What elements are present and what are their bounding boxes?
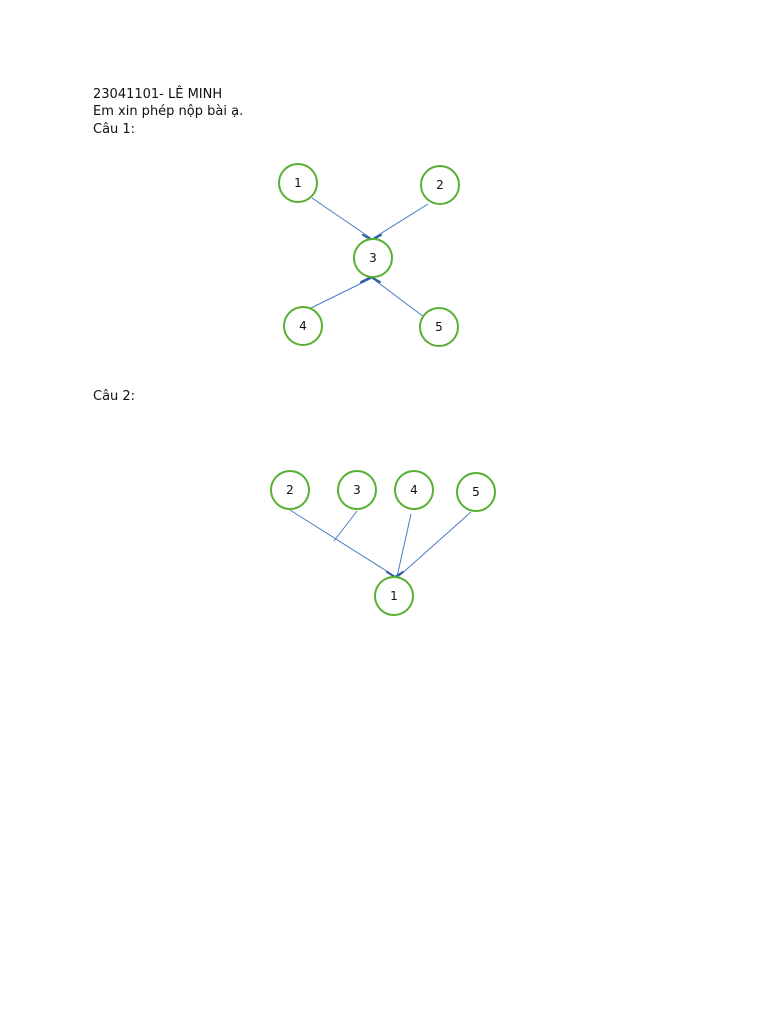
edge-3-to-5 bbox=[371, 277, 425, 318]
q2-node-1: 1 bbox=[374, 576, 414, 616]
edge-1-to-3 bbox=[311, 197, 373, 240]
q1-node-4-label: 4 bbox=[299, 319, 307, 333]
question-1-label: Câu 1: bbox=[93, 122, 136, 137]
q2-node-4-label: 4 bbox=[410, 483, 418, 497]
q2-node-3-label: 3 bbox=[353, 483, 361, 497]
q2-node-3: 3 bbox=[337, 470, 377, 510]
question-2-label: Câu 2: bbox=[93, 389, 136, 404]
q1-node-3: 3 bbox=[353, 238, 393, 278]
q1-node-4: 4 bbox=[283, 306, 323, 346]
student-id-name: 23041101- LÊ MINH bbox=[93, 87, 223, 102]
q1-node-3-label: 3 bbox=[369, 251, 377, 265]
q2-node-5: 5 bbox=[456, 472, 496, 512]
edge-2-to-1 bbox=[289, 509, 397, 578]
q1-node-1-label: 1 bbox=[294, 176, 302, 190]
edge-2-to-3 bbox=[371, 203, 429, 240]
submission-note: Em xin phép nộp bài ạ. bbox=[93, 104, 244, 119]
q2-node-5-label: 5 bbox=[472, 485, 480, 499]
q2-node-4: 4 bbox=[394, 470, 434, 510]
q1-node-2: 2 bbox=[420, 165, 460, 205]
q2-node-2: 2 bbox=[270, 470, 310, 510]
edge-5-to-1 bbox=[397, 511, 472, 578]
edge-4-to-1 bbox=[396, 513, 412, 578]
edge-3-to-4 bbox=[310, 277, 373, 309]
q2-node-2-label: 2 bbox=[286, 483, 294, 497]
q1-node-5-label: 5 bbox=[435, 320, 443, 334]
q1-node-2-label: 2 bbox=[436, 178, 444, 192]
q2-node-1-label: 1 bbox=[390, 589, 398, 603]
q1-node-5: 5 bbox=[419, 307, 459, 347]
edge-3-to-join bbox=[333, 510, 358, 542]
q1-node-1: 1 bbox=[278, 163, 318, 203]
